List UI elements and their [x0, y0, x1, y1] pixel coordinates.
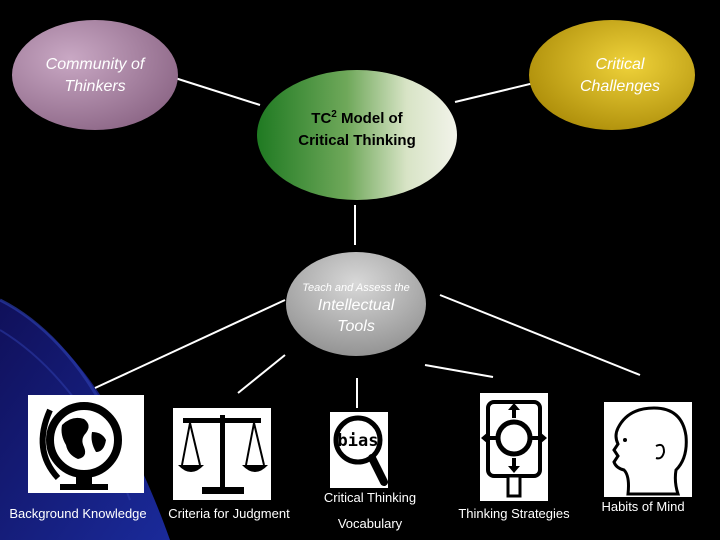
challenges-label: Critical Challenges	[540, 54, 700, 98]
roundabout-sign-icon	[480, 393, 548, 501]
community-label-line1: Community of	[45, 56, 145, 73]
model-label-line2: Critical Thinking	[298, 132, 416, 149]
tools-label-line1: Intellectual	[317, 297, 395, 314]
community-node	[12, 20, 178, 130]
model-label-line1: TC2 Model of	[262, 104, 452, 130]
challenges-label-line2: Challenges	[579, 78, 661, 95]
tool-caption-thinking-strategies: Thinking Strategies	[458, 506, 570, 521]
tool-caption-vocabulary-line1: Critical Thinking	[323, 490, 417, 505]
line-tools-sign	[424, 364, 494, 378]
challenges-node	[529, 20, 695, 130]
tool-caption-habits-of-mind: Habits of Mind	[601, 499, 685, 514]
model-superscript: 2	[331, 109, 337, 120]
globe-icon	[28, 395, 144, 493]
scales-icon	[173, 408, 271, 500]
challenges-label-line1: Critical	[595, 56, 645, 73]
tools-label-small: Teach and Assess the	[302, 282, 410, 294]
model-suffix: Model of	[336, 110, 403, 127]
bias-icon-text: bias	[338, 431, 379, 451]
head-profile-icon	[604, 402, 692, 497]
model-node	[257, 70, 457, 200]
tools-label: Teach and Assess the Intellectual Tools	[281, 281, 431, 337]
tools-label-line2: Tools	[337, 318, 375, 335]
line-tools-scales	[237, 354, 286, 394]
line-tools-globe	[94, 299, 286, 389]
tool-caption-background-knowledge: Background Knowledge	[9, 506, 147, 521]
tool-caption-vocabulary-line2: Vocabulary	[337, 516, 403, 531]
line-tools-head	[439, 294, 641, 376]
magnifier-bias-icon: bias	[330, 412, 388, 488]
model-prefix: TC	[311, 110, 332, 127]
tool-caption-vocabulary: Critical Thinking Vocabulary	[300, 490, 440, 532]
community-label: Community of Thinkers	[15, 54, 175, 98]
tools-node	[286, 252, 426, 356]
tool-caption-criteria-for-judgment: Criteria for Judgment	[168, 506, 290, 521]
community-label-line2: Thinkers	[64, 78, 126, 95]
model-label: TC2 Model of Critical Thinking	[262, 104, 452, 152]
line-community-model	[174, 77, 261, 106]
